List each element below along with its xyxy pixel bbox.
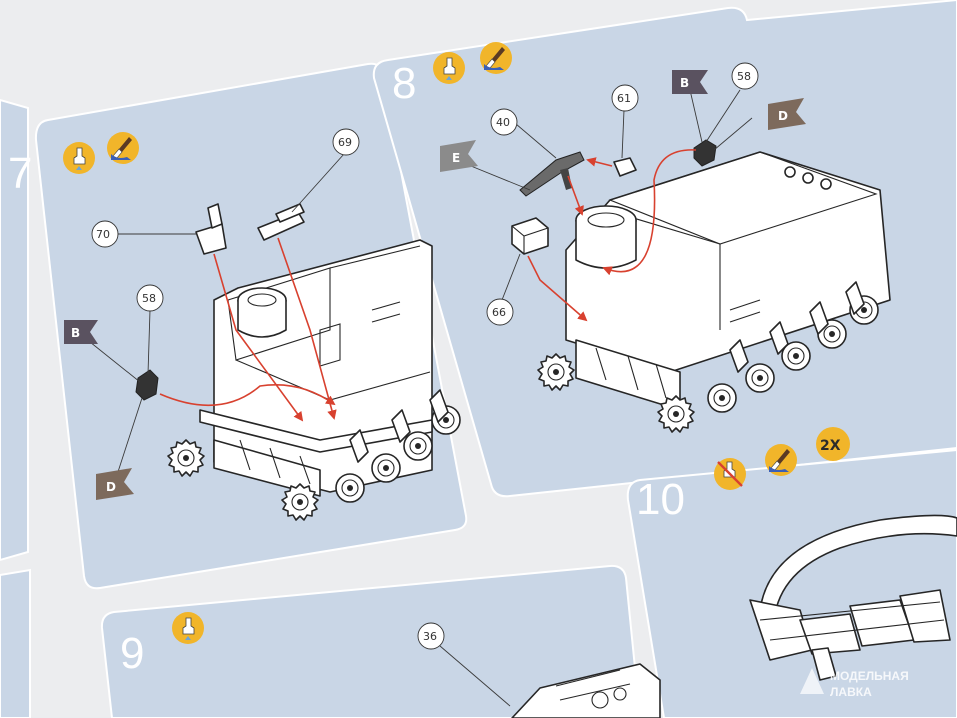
step-10-track-drawing: [749, 514, 957, 681]
svg-text:58: 58: [142, 292, 156, 305]
svg-text:D: D: [778, 109, 788, 123]
svg-text:36: 36: [423, 630, 437, 643]
left-edge-panel-lower: [0, 568, 31, 718]
callout-58: 58: [136, 284, 164, 312]
svg-text:70: 70: [96, 228, 110, 241]
step-8-hull-drawing: [537, 151, 891, 433]
watermark-line-1: МОДЕЛЬНАЯ: [830, 669, 909, 683]
step-number-7: 7: [8, 149, 32, 198]
paint-brush-icon: [479, 41, 513, 75]
part-61-drawing: [613, 157, 637, 177]
step-9-hull-drawing: [511, 663, 661, 718]
glue-tube-icon: [62, 141, 96, 175]
part-40-machine-gun: [519, 151, 585, 197]
step-number-8: 8: [392, 59, 416, 108]
repeat-badge: 2X: [816, 427, 850, 461]
step-number-9: 9: [120, 629, 144, 678]
svg-text:B: B: [680, 76, 689, 90]
callout-70: 70: [91, 220, 119, 248]
callout-66: 66: [486, 298, 514, 326]
panel-step-10: [626, 448, 957, 718]
step-number-10: 10: [636, 475, 685, 524]
svg-text:B: B: [71, 326, 80, 340]
svg-text:E: E: [452, 151, 460, 165]
repeat-badge-label: 2X: [820, 438, 841, 454]
step-7-hull-drawing: [167, 239, 461, 521]
svg-text:69: 69: [338, 136, 352, 149]
paint-flag-b-step8: B: [672, 70, 708, 94]
watermark-line-2: ЛАВКА: [830, 685, 872, 699]
callout-36: 36: [417, 622, 445, 650]
paint-flag-d: D: [96, 468, 134, 500]
svg-text:58: 58: [737, 70, 751, 83]
paint-brush-icon: [764, 443, 798, 477]
panel-step-9: [100, 564, 642, 718]
callout-40: 40: [490, 108, 518, 136]
part-58-drawing-7: [135, 369, 159, 401]
svg-text:66: 66: [492, 306, 506, 319]
part-66-drawing: [511, 217, 549, 255]
callout-69: 69: [332, 128, 360, 156]
no-glue-icon: [714, 458, 746, 490]
svg-text:D: D: [106, 480, 116, 494]
watermark-logo: МОДЕЛЬНАЯ ЛАВКА: [800, 668, 909, 699]
svg-text:61: 61: [617, 92, 631, 105]
paint-brush-icon: [106, 131, 140, 165]
callout-61: 61: [611, 84, 639, 112]
svg-text:40: 40: [496, 116, 510, 129]
part-70-drawing: [195, 203, 227, 255]
paint-flag-b: B: [64, 320, 98, 344]
left-edge-panel: [0, 98, 29, 562]
part-58-drawing-8: [693, 139, 717, 167]
paint-flag-d-step8: D: [768, 98, 806, 130]
part-69-drawing: [257, 203, 305, 241]
callout-58-step8: 58: [731, 62, 759, 90]
paint-flag-e: E: [440, 140, 478, 172]
glue-tube-icon: [171, 611, 205, 645]
glue-tube-icon: [432, 51, 466, 85]
